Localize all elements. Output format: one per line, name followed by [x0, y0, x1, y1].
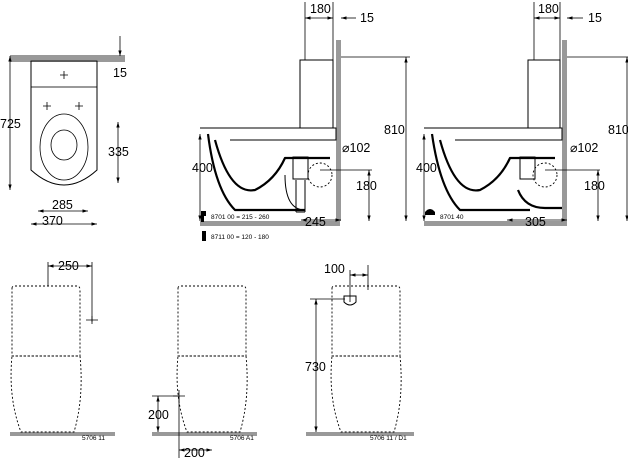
dim-tank-depth: 180 [310, 2, 331, 16]
front-view-1: 250 5706 11 [10, 259, 115, 442]
wall-hatch [562, 40, 567, 221]
bowl-trap [206, 133, 330, 212]
dim-a: 100 [324, 262, 345, 276]
side-view-1: 180 15 810 400 ⌀102 180 245 8701 00 = 21… [192, 2, 410, 241]
connector-icon-2 [202, 231, 206, 241]
floor-hatch [152, 432, 257, 436]
floor-hatch [306, 432, 414, 436]
dim-wall-gap: 15 [360, 11, 374, 25]
dim-pipe: ⌀102 [342, 141, 370, 155]
dim-wall-gap: 15 [588, 11, 602, 25]
outlet-circle [307, 162, 333, 188]
dim-outlet-h: 180 [584, 179, 605, 193]
front-view-3: 100 730 5706 11 / D1 [305, 262, 414, 442]
note-1: 8701 00 = 215 - 260 [211, 214, 270, 221]
dim-fix: 285 [52, 198, 73, 212]
bowl-outline [176, 355, 248, 433]
dim-a: 250 [58, 259, 79, 273]
dim-rim: 400 [192, 161, 213, 175]
top-view: 725 15 335 285 370 [0, 36, 129, 228]
dim-outlet-x: 245 [305, 215, 326, 229]
seat-outline [39, 113, 89, 181]
connector-icon-3 [425, 209, 435, 215]
product-code: 5706 11 / D1 [370, 435, 407, 442]
floor-hatch [10, 432, 115, 436]
bowl-outline [10, 355, 82, 433]
tank-outline [299, 59, 334, 129]
wall-hatch [10, 55, 125, 62]
dim-a: 200 [148, 408, 169, 422]
bowl-outline [30, 61, 98, 186]
dim-width: 370 [42, 214, 63, 228]
bowl-opening [50, 129, 78, 161]
pan-connector [284, 174, 306, 213]
floor-outlet [516, 189, 562, 210]
dim-seat: 335 [108, 145, 129, 159]
dim-b: 730 [305, 360, 326, 374]
dim-height: 810 [384, 123, 405, 137]
tank-outline [177, 285, 247, 357]
bowl-trap [430, 133, 555, 212]
tank-outline [11, 285, 81, 357]
floor-hatch [200, 221, 340, 226]
dim-b: 200 [184, 446, 205, 458]
dim-height: 810 [608, 123, 628, 137]
seat-line [424, 127, 563, 141]
note-2: 8711 00 = 120 - 180 [211, 234, 269, 241]
product-code: 5706 A1 [230, 435, 254, 442]
product-code: 5706 11 [82, 435, 105, 442]
dim-depth: 725 [0, 117, 21, 131]
tank-outline [331, 285, 401, 357]
fixing-crosses [43, 71, 83, 110]
dim-rim: 400 [416, 161, 437, 175]
outlet-circle [532, 162, 558, 188]
dim-pipe: ⌀102 [570, 141, 598, 155]
fix-cross [86, 316, 98, 324]
water-inlet [343, 295, 357, 306]
outlet-connector [292, 156, 309, 180]
dim-tank-depth: 180 [538, 2, 559, 16]
tank-outline [527, 59, 561, 129]
dim-outlet-h: 180 [356, 179, 377, 193]
side-view-2: 180 15 810 400 ⌀102 180 305 8701 40 [416, 2, 628, 229]
dim-tank-offset: 15 [113, 66, 127, 80]
floor-hatch [424, 221, 567, 226]
bowl-outline [330, 355, 402, 433]
seat-line [200, 127, 337, 141]
front-view-2: 200 200 5706 A1 [148, 285, 257, 458]
dim-outlet-x: 305 [525, 215, 546, 229]
note: 8701 40 [440, 214, 464, 221]
connector-icon-1 [201, 211, 206, 222]
wall-hatch [336, 40, 341, 221]
